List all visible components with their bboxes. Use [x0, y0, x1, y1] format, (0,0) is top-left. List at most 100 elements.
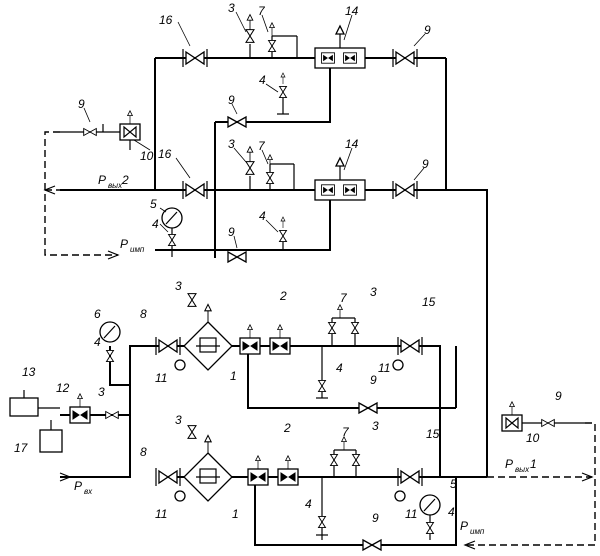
label-p-imp-bottom: P: [460, 519, 468, 533]
callouts: 16 3 7 14 9 4 9 9 10 16 3 7 14 9 5 4 4 9…: [14, 1, 562, 525]
relief-valves-line1: [328, 304, 359, 346]
pressure-gauge-5-bottom: [419, 494, 441, 540]
label-p-vyh2-sub: вых: [108, 181, 123, 190]
valve-9-line2[interactable]: [362, 539, 382, 551]
lower-lines: [60, 345, 487, 546]
callout-7: 7: [342, 425, 350, 439]
callout-15: 15: [426, 427, 440, 441]
valve-9-impulse[interactable]: [227, 251, 247, 263]
callout-4: 4: [448, 505, 455, 519]
callout-11: 11: [405, 507, 417, 521]
callout-11: 11: [155, 507, 167, 521]
callout-9: 9: [228, 93, 235, 107]
relief-valve-3-top[interactable]: [245, 14, 255, 58]
valve-9-bypass[interactable]: [227, 116, 247, 128]
callout-16: 16: [158, 147, 172, 161]
upper-main-pipe: [155, 189, 488, 477]
regulator-2-line2[interactable]: [247, 455, 299, 486]
callout-4: 4: [152, 217, 159, 231]
filter-1-line1[interactable]: [183, 293, 233, 371]
gate-valve-9-mid[interactable]: [392, 180, 418, 200]
label-p-imp-top-sub: имп: [130, 245, 145, 254]
gate-valve-9-top[interactable]: [392, 48, 418, 68]
callout-10: 10: [526, 431, 540, 445]
callout-1: 1: [232, 507, 239, 521]
drain-valve-4-mid[interactable]: [277, 216, 289, 251]
valve-9-line1[interactable]: [358, 402, 378, 414]
callout-15: 15: [422, 295, 436, 309]
callout-3: 3: [370, 285, 377, 299]
pressure-gauge-5-top: [161, 207, 183, 257]
line-1-bypass: [247, 346, 456, 409]
label-p-vh-sub: вх: [84, 487, 93, 496]
arrow-p-vyh1: [581, 472, 594, 482]
regulator-2-line1[interactable]: [239, 324, 291, 355]
arrow-p-imp-top: [107, 250, 120, 260]
callout-5: 5: [450, 477, 457, 491]
pressure-gauge-6: [99, 321, 121, 363]
callout-11: 11: [378, 361, 390, 375]
gate-valve-15-line1[interactable]: [397, 336, 423, 356]
callout-12: 12: [56, 381, 70, 395]
callout-4: 4: [259, 209, 266, 223]
callout-17: 17: [14, 441, 29, 455]
relief-valve-3-mid[interactable]: [245, 146, 255, 190]
label-p-vyh1-sub: вых: [515, 465, 530, 474]
valve-3-aux[interactable]: [105, 411, 119, 419]
callout-9: 9: [424, 23, 431, 37]
callout-2: 2: [283, 421, 291, 435]
regulator-14-mid[interactable]: [314, 157, 366, 201]
callout-4: 4: [336, 361, 343, 375]
unit-12[interactable]: [69, 393, 91, 424]
callout-8: 8: [140, 307, 147, 321]
gate-valve-16-mid[interactable]: [182, 180, 208, 200]
callout-14: 14: [345, 4, 359, 18]
callout-3: 3: [372, 419, 379, 433]
callout-4: 4: [94, 335, 101, 349]
callout-3: 3: [228, 137, 235, 151]
callout-16: 16: [159, 13, 173, 27]
gauge-11-d: [394, 490, 406, 502]
unit-17: [39, 420, 63, 453]
label-p-imp-top: P: [120, 237, 128, 251]
filter-1-line2[interactable]: [183, 425, 233, 502]
gate-valve-15-line2[interactable]: [397, 467, 423, 487]
gate-valve-16-top[interactable]: [182, 48, 208, 68]
upper-impulse-pipe: [155, 190, 331, 251]
callout-14: 14: [345, 137, 359, 151]
pressure-labels: P вых 2 P имп P вых 1 P вх P имп: [74, 173, 537, 536]
unit-13: [9, 390, 60, 417]
callout-7: 7: [258, 4, 266, 18]
label-p-vyh1-idx: 1: [530, 457, 537, 471]
callout-9: 9: [78, 97, 85, 111]
gate-valve-8-line1[interactable]: [155, 336, 181, 356]
bypass-loop-top: [215, 58, 331, 123]
callout-9: 9: [422, 157, 429, 171]
callout-8: 8: [140, 445, 147, 459]
callout-5: 5: [150, 197, 157, 211]
arrow-p-vyh2: [43, 185, 56, 195]
callout-11: 11: [155, 371, 167, 385]
drain-valve-4-line1[interactable]: [316, 346, 328, 399]
leader-lines: [83, 11, 426, 249]
callout-4: 4: [305, 497, 312, 511]
callout-13: 13: [22, 365, 36, 379]
relief-valves-line2: [330, 436, 360, 477]
callout-3: 3: [228, 1, 235, 15]
line-2-bypass: [254, 477, 457, 546]
callout-2: 2: [279, 289, 287, 303]
drain-valve-4-line2[interactable]: [316, 477, 328, 540]
pilot-10-top: [60, 110, 141, 150]
impulse-line-upper: [44, 131, 118, 256]
impulse-line-lower: [465, 422, 596, 546]
relief-valve-7-mid[interactable]: [266, 154, 295, 190]
callout-9: 9: [370, 373, 377, 387]
drain-valve-4-top[interactable]: [277, 72, 289, 115]
callout-7: 7: [258, 139, 266, 153]
label-p-vyh2-idx: 2: [121, 173, 129, 187]
callout-3: 3: [175, 413, 182, 427]
gate-valve-8-line2[interactable]: [155, 467, 181, 487]
relief-valve-7-top[interactable]: [268, 22, 298, 58]
regulator-14-top[interactable]: [314, 25, 366, 69]
